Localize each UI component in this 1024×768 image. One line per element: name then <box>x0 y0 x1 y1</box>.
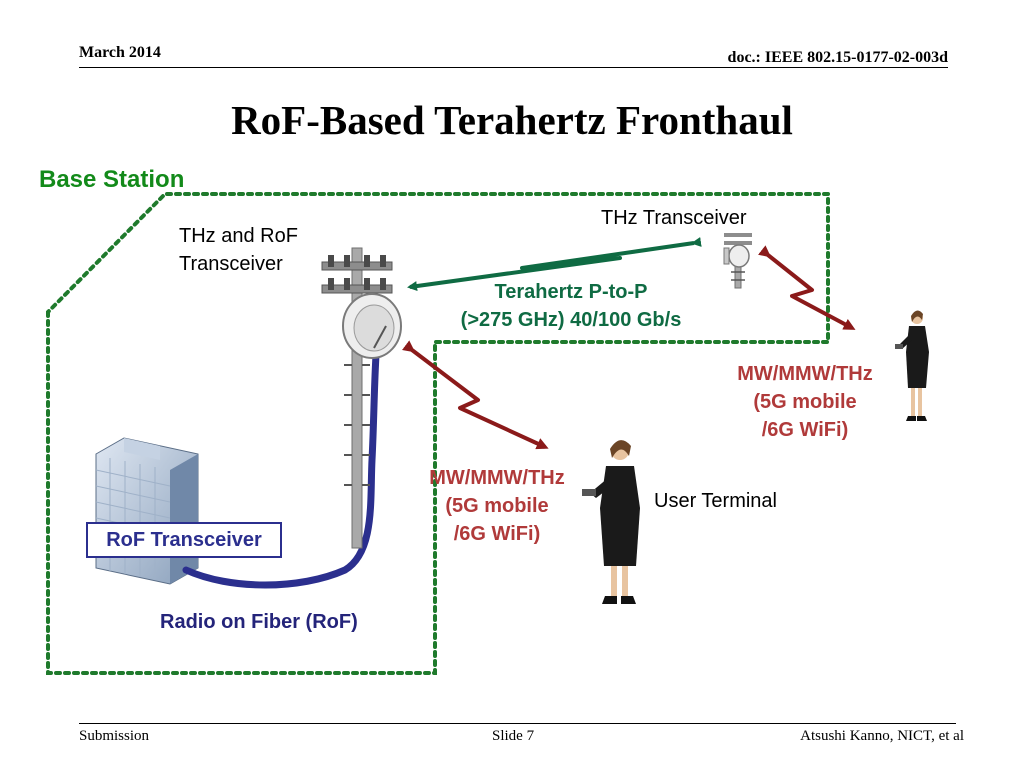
thz-transceiver-tower-icon <box>723 233 752 289</box>
wireless-link-left-arrow <box>402 340 549 450</box>
footer-author: Atsushi Kanno, NICT, et al <box>800 728 964 744</box>
wireless-link-left-label: MW/MMW/THz (5G mobile /6G WiFi) <box>429 467 565 545</box>
thz-rof-tower-icon <box>321 247 402 549</box>
terahertz-link-label: Terahertz P-to-P (>275 GHz) 40/100 Gb/s <box>460 281 682 331</box>
radio-on-fiber-label: Radio on Fiber (RoF) <box>160 611 358 633</box>
thz-transceiver-label: THz Transceiver <box>601 207 747 229</box>
slide-title: RoF-Based Terahertz Fronthaul <box>231 97 793 143</box>
header-doc-id: doc.: IEEE 802.15-0177-02-003d <box>727 49 948 66</box>
base-station-boundary <box>46 192 830 675</box>
office-building-icon <box>95 437 199 585</box>
header-rule <box>79 67 948 68</box>
user-terminal-label: User Terminal <box>654 490 777 512</box>
rof-transceiver-box: RoF Transceiver <box>86 522 282 558</box>
wireless-link-right-arrow <box>758 245 856 330</box>
footer-rule <box>79 723 956 724</box>
footer-slide-number: Slide 7 <box>492 728 535 744</box>
header-date: March 2014 <box>79 44 161 61</box>
thz-rof-transceiver-label: THz and RoF Transceiver <box>179 225 298 275</box>
footer-submission: Submission <box>79 728 150 744</box>
rof-fiber-cable <box>182 351 380 589</box>
user-figure-center-icon <box>582 440 640 604</box>
user-figure-right-icon <box>895 310 929 421</box>
terahertz-link-arrow <box>407 237 702 291</box>
base-station-label: Base Station <box>39 166 185 193</box>
rof-transceiver-label: RoF Transceiver <box>106 529 262 551</box>
wireless-link-right-label: MW/MMW/THz (5G mobile /6G WiFi) <box>737 363 873 441</box>
